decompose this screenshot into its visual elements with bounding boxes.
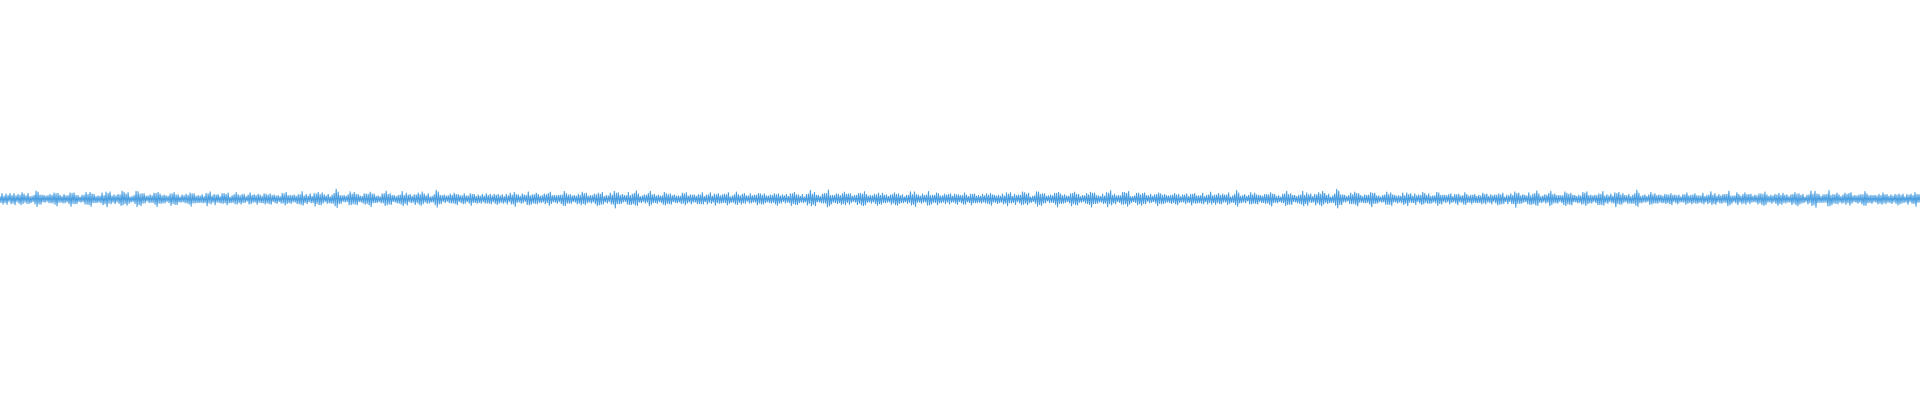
- waveform-series: [0, 188, 1920, 209]
